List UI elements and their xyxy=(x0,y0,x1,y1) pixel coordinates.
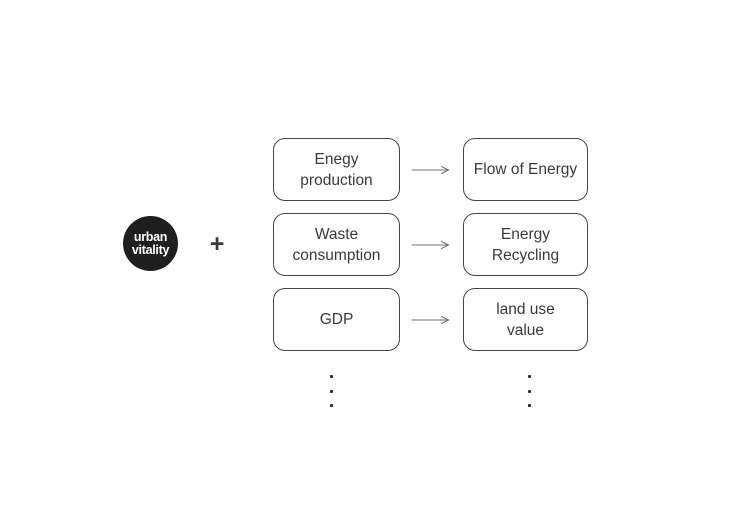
output-box-land-use-value: land use value xyxy=(463,288,588,351)
output-box-flow-of-energy: Flow of Energy xyxy=(463,138,588,201)
output-box-label: Flow of Energy xyxy=(473,161,578,178)
right-arrow-icon xyxy=(411,315,450,325)
input-box-label: GDP xyxy=(319,311,354,328)
vertical-ellipsis-icon xyxy=(528,375,531,407)
input-box-waste-consumption: Waste consumption xyxy=(273,213,400,276)
plus-sign: + xyxy=(209,230,225,258)
output-box-energy-recycling: Energy Recycling xyxy=(463,213,588,276)
vertical-ellipsis-icon xyxy=(330,375,333,407)
urban-vitality-badge: urban vitality xyxy=(123,216,178,271)
right-arrow-icon xyxy=(411,165,450,175)
input-box-energy-production: Enegy production xyxy=(273,138,400,201)
input-box-label: Waste consumption xyxy=(292,225,381,264)
output-box-label: Energy Recycling xyxy=(491,225,560,264)
badge-label: urban vitality xyxy=(131,229,170,257)
input-box-label: Enegy production xyxy=(300,150,373,189)
input-box-gdp: GDP xyxy=(273,288,400,351)
output-box-label: land use value xyxy=(496,300,555,339)
right-arrow-icon xyxy=(411,240,450,250)
